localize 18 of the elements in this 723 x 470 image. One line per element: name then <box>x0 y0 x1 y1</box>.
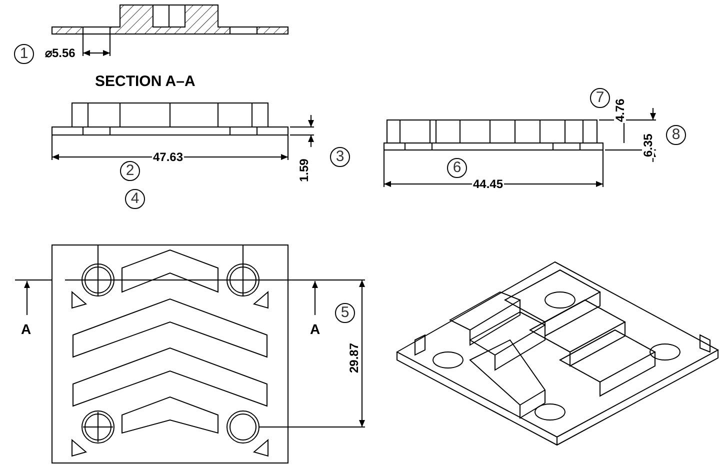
callout-number: 2 <box>120 161 140 181</box>
dimension-value: 44.45 <box>472 178 504 190</box>
callout-number: 5 <box>335 303 355 323</box>
dimension-value: 1.59 <box>298 158 310 183</box>
callout-number: 4 <box>125 189 145 209</box>
dimension-value: 47.63 <box>152 151 184 163</box>
callout-number: 1 <box>14 44 34 64</box>
dimension-value: 29.87 <box>348 342 360 374</box>
dimension-value: 4.76 <box>614 98 626 123</box>
dimension-value: 6.35 <box>642 132 654 158</box>
section-mark: A <box>310 322 320 336</box>
callout-number: 7 <box>590 88 610 108</box>
section-mark: A <box>21 322 32 336</box>
dimension-value: ⌀5.56 <box>44 47 76 59</box>
callout-number: 3 <box>330 147 350 167</box>
section-title: SECTION A–A <box>95 74 196 89</box>
callout-number: 8 <box>666 125 686 145</box>
callout-number: 6 <box>447 158 467 178</box>
